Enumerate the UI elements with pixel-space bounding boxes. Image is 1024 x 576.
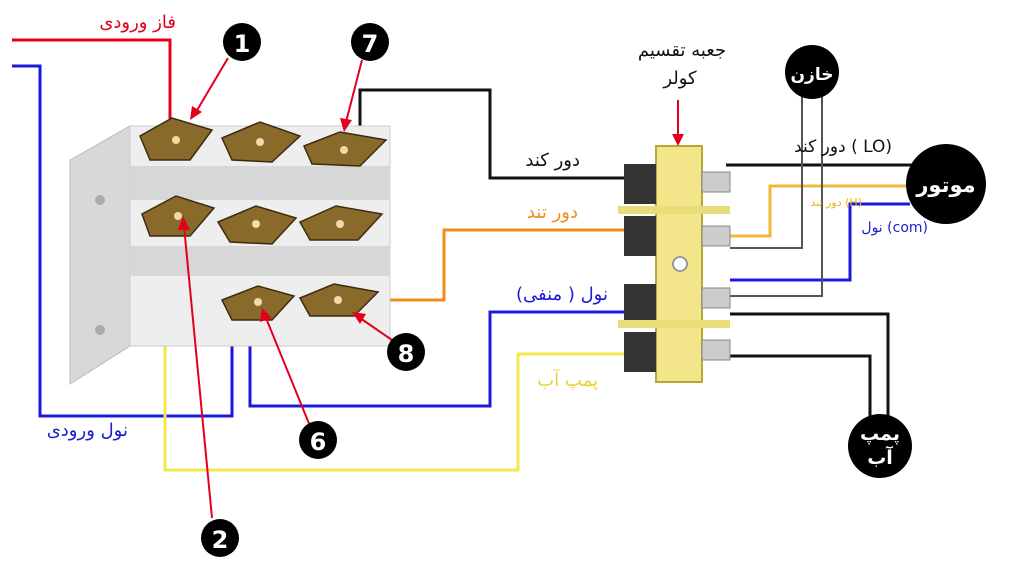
phase-input-label: فاز ورودی <box>99 12 176 33</box>
phase-input-wire <box>12 38 172 122</box>
marker-7-text: 7 <box>362 30 379 58</box>
marker-7-arrowhead <box>340 118 352 132</box>
neutral-negative-label: نول ( منفی) <box>516 284 608 305</box>
motor-common-wire <box>730 202 910 282</box>
marker-1-arrowhead <box>190 106 202 120</box>
marker-8-text: 8 <box>398 340 415 368</box>
motor-fast-wire <box>730 184 912 238</box>
motor-fast-label: دور تند (H) <box>810 196 862 209</box>
motor-common-label: نول (com) <box>861 220 928 236</box>
pump-wire-label: پمپ آب <box>537 368 598 391</box>
pump-motor-wire-a <box>730 312 890 420</box>
fast-speed-wire <box>370 228 630 302</box>
marker-2: 2 <box>201 519 239 557</box>
capacitor-circle <box>785 45 839 99</box>
marker-8: 8 <box>387 333 425 371</box>
junction-box-arrowhead <box>672 134 684 146</box>
neutral-junction-wire <box>248 310 630 408</box>
marker-1: 1 <box>223 23 261 61</box>
marker-8-arrowhead <box>352 312 366 324</box>
marker-1-text: 1 <box>234 30 251 58</box>
motor-label: موتور <box>915 173 975 197</box>
junction-box <box>618 145 731 383</box>
fast-speed-label: دور تند <box>527 202 578 223</box>
selector-switch <box>69 117 391 385</box>
pump-motor-wire-b <box>730 354 872 420</box>
pump-label-line2: آب <box>867 445 893 469</box>
marker-6-arrowhead <box>260 308 272 322</box>
motor-circle <box>906 144 986 224</box>
capacitor-label: خازن <box>791 65 834 85</box>
slow-speed-label: دور کند <box>525 150 580 171</box>
neutral-input-label: نول ورودی <box>47 420 128 441</box>
capacitor-wire-b <box>730 96 823 297</box>
slow-speed-wire <box>358 88 630 180</box>
marker-8-arrow <box>359 317 393 341</box>
pump-circle <box>848 414 912 478</box>
neutral-input-wire <box>12 64 234 418</box>
marker-2-text: 2 <box>212 526 229 554</box>
marker-6-arrow <box>265 317 311 427</box>
marker-1-arrow <box>195 57 229 113</box>
marker-7: 7 <box>351 23 389 61</box>
marker-6-text: 6 <box>310 428 327 456</box>
marker-6: 6 <box>299 421 337 459</box>
junction-box-label-line2: کولر <box>662 68 697 89</box>
pump-label-line1: پمپ <box>860 423 900 445</box>
pump-wire <box>163 224 640 472</box>
motor-slow-label: دور کند ( LO) <box>794 137 892 157</box>
marker-7-arrow <box>345 59 363 123</box>
junction-box-label-line1: جعبه تقسیم <box>638 40 726 61</box>
capacitor-wire-a <box>730 96 803 249</box>
marker-2-arrow <box>183 225 213 519</box>
marker-2-arrowhead <box>178 216 190 230</box>
